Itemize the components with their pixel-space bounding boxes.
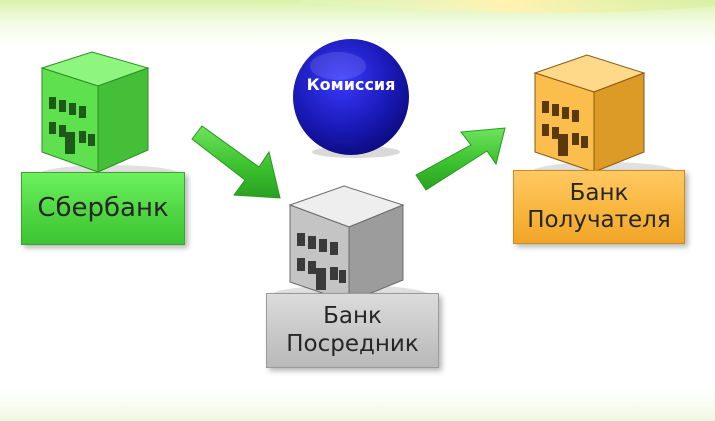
sber-label: Сбербанк: [37, 193, 169, 224]
recipient-label-box: Банк Получателя: [513, 170, 685, 244]
arrow-sber-to-intermediary: [191, 125, 281, 199]
sber-label-box: Сбербанк: [21, 172, 185, 245]
recipient-label-line2: Получателя: [527, 207, 671, 233]
background-top-band: [300, 0, 715, 13]
commission-label: Комиссия: [306, 75, 396, 94]
recipient-label-line1: Банк: [569, 179, 629, 206]
recipient-building-icon: [532, 54, 676, 182]
intermediary-label-line2: Посредник: [286, 330, 419, 357]
intermediary-label-line1: Банк: [323, 303, 382, 330]
sber-building-icon: [38, 51, 182, 185]
background-bottom-fade: [0, 380, 715, 421]
intermediary-label-box: Банк Посредник: [266, 293, 439, 368]
commission-node: [293, 39, 409, 158]
arrow-intermediary-to-recipient: [415, 127, 506, 191]
commission-circle: [293, 39, 409, 155]
intermediary-building-icon: [270, 185, 430, 307]
